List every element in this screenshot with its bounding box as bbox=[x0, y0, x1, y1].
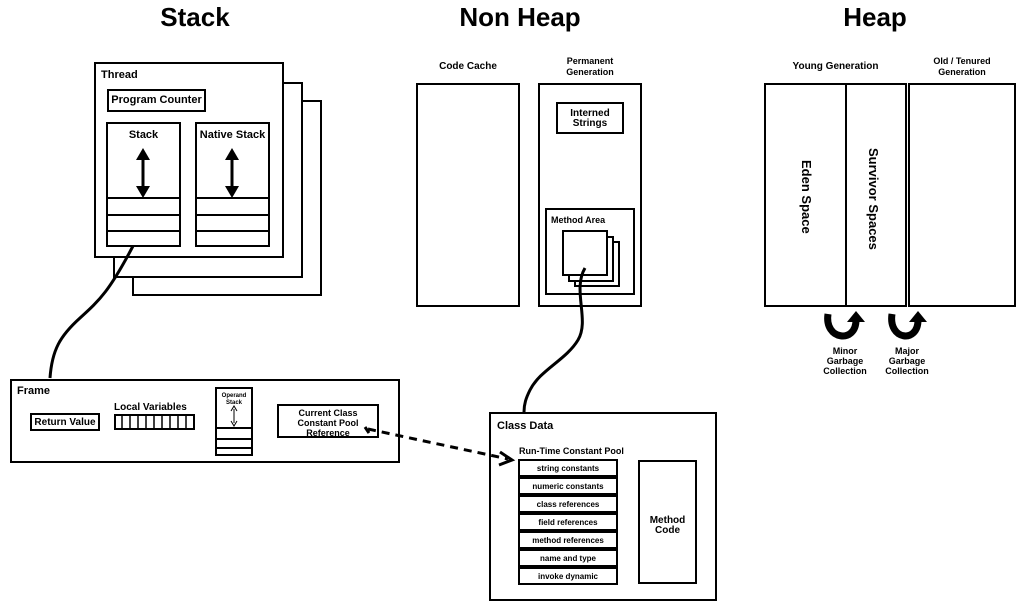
native-stack-label: Native Stack bbox=[199, 129, 266, 141]
minor-gc-line1: Minor bbox=[832, 346, 858, 356]
interned-strings-box: Interned Strings bbox=[556, 102, 624, 134]
runtime-constant-pool-label: Run-Time Constant Pool bbox=[519, 446, 624, 456]
pool-item-numeric-constants: numeric constants bbox=[518, 477, 618, 495]
old-generation-label-line1: Old / Tenured bbox=[933, 56, 991, 66]
ccp-line3: Reference bbox=[306, 428, 350, 438]
stack-arrow-icon bbox=[136, 148, 150, 198]
native-stack-slot bbox=[197, 197, 268, 199]
operand-stack-slot bbox=[217, 438, 251, 440]
permanent-generation-label-line1: Permanent bbox=[566, 56, 614, 66]
interned-strings-line2: Strings bbox=[572, 118, 608, 129]
constant-pool-reference-arrow bbox=[367, 427, 509, 461]
non-heap-heading: Non Heap bbox=[459, 2, 581, 32]
local-variables-dividers bbox=[121, 415, 187, 429]
method-area-label: Method Area bbox=[551, 215, 606, 225]
operand-stack-box: Operand Stack bbox=[215, 387, 253, 456]
reference-arrow-head-icon bbox=[498, 450, 516, 467]
operand-stack-slot bbox=[217, 427, 251, 429]
ccp-line2: Constant Pool bbox=[297, 418, 359, 428]
old-generation-label-line2: Generation bbox=[938, 67, 986, 77]
stack-slot bbox=[108, 197, 179, 199]
eden-space-label: Eden Space bbox=[799, 160, 814, 234]
method-code-line1: Method bbox=[649, 515, 686, 526]
pool-item-class-references: class references bbox=[518, 495, 618, 513]
reference-tick bbox=[363, 426, 371, 434]
survivor-spaces-label: Survivor Spaces bbox=[866, 148, 881, 250]
operand-stack-label-line1: Operand bbox=[221, 393, 247, 399]
old-generation-box bbox=[908, 83, 1016, 307]
major-gc-line2: Garbage bbox=[888, 356, 926, 366]
stack-to-frame-connector bbox=[48, 245, 135, 379]
heap-heading: Heap bbox=[843, 2, 907, 32]
return-value-box: Return Value bbox=[30, 413, 100, 431]
class-data-title: Class Data bbox=[497, 420, 554, 432]
operand-stack-label-line2: Stack bbox=[225, 400, 242, 406]
local-variables-label: Local Variables bbox=[114, 402, 187, 413]
pool-item-string-constants: string constants bbox=[518, 459, 618, 477]
stack-slot bbox=[108, 214, 179, 216]
permanent-generation-label-line2: Generation bbox=[566, 67, 614, 77]
young-generation-divider bbox=[845, 85, 847, 305]
frame-title: Frame bbox=[17, 385, 51, 397]
operand-stack-slot bbox=[217, 447, 251, 449]
program-counter-label: Program Counter bbox=[111, 94, 202, 106]
pool-item-name-and-type: name and type bbox=[518, 549, 618, 567]
pool-item-method-references: method references bbox=[518, 531, 618, 549]
stack-slot bbox=[108, 230, 179, 232]
operand-stack-arrow-icon bbox=[230, 405, 238, 427]
young-generation-box bbox=[764, 83, 907, 307]
young-generation-label: Young Generation bbox=[792, 61, 879, 72]
major-gc-arrow-icon bbox=[888, 311, 927, 340]
pool-item-invoke-dynamic: invoke dynamic bbox=[518, 567, 618, 585]
native-stack-arrow-icon bbox=[225, 148, 239, 198]
minor-gc-line2: Garbage bbox=[826, 356, 864, 366]
method-code-box: Method Code bbox=[638, 460, 697, 584]
program-counter-box: Program Counter bbox=[107, 89, 206, 112]
pool-item-field-references: field references bbox=[518, 513, 618, 531]
native-stack-slot bbox=[197, 230, 268, 232]
stack-heading: Stack bbox=[160, 2, 230, 32]
method-area-to-class-data-connector bbox=[522, 267, 587, 413]
code-cache-label: Code Cache bbox=[439, 61, 497, 72]
ccp-line1: Current Class bbox=[298, 408, 358, 418]
method-code-line2: Code bbox=[655, 525, 680, 536]
thread-title: Thread bbox=[101, 69, 138, 81]
native-stack-slot bbox=[197, 214, 268, 216]
interned-strings-line1: Interned bbox=[570, 108, 610, 119]
stack-label: Stack bbox=[128, 129, 159, 141]
minor-gc-line3: Collection bbox=[823, 366, 867, 376]
constant-pool-reference-box: Current Class Constant Pool Reference bbox=[277, 404, 379, 438]
minor-gc-arrow-icon bbox=[824, 311, 865, 340]
return-value-label: Return Value bbox=[34, 416, 96, 428]
code-cache-box bbox=[416, 83, 520, 307]
major-gc-line3: Collection bbox=[885, 366, 929, 376]
major-gc-line1: Major bbox=[894, 346, 919, 356]
